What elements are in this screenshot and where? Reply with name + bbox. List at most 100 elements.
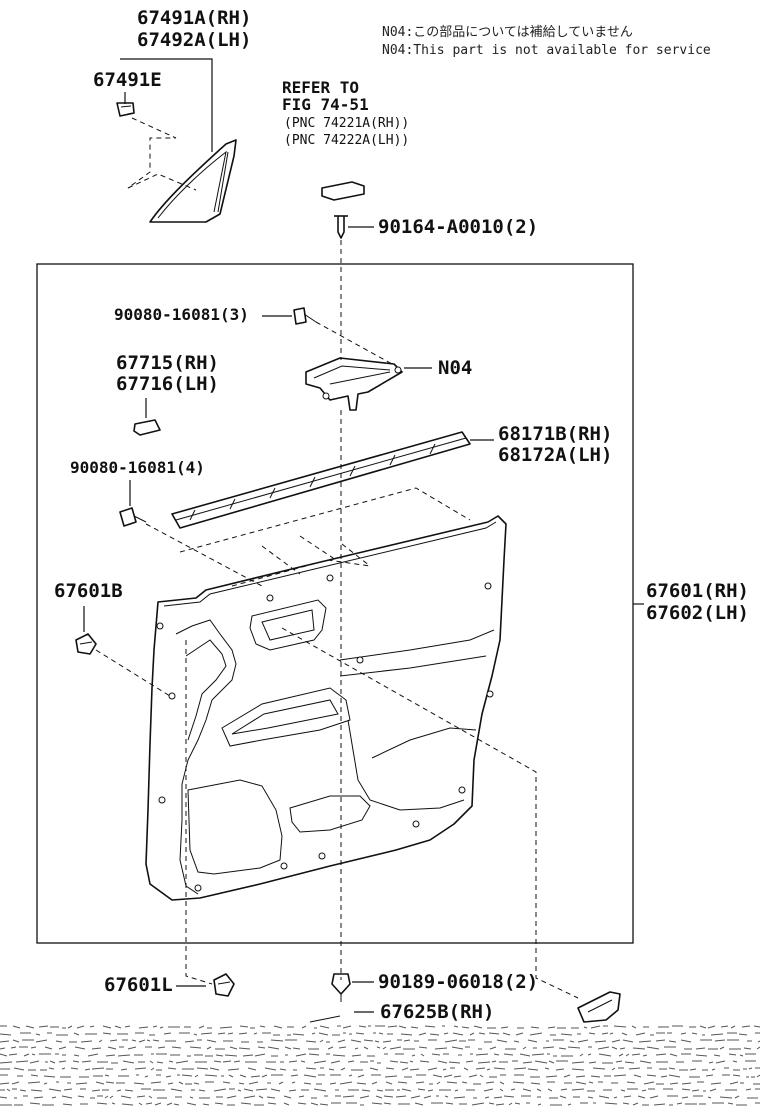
scan-noise-dash <box>226 1095 237 1099</box>
scan-noise-dash <box>73 1032 80 1036</box>
clip-67491e-icon <box>116 102 135 117</box>
label-67601b[interactable]: 67601B <box>54 580 123 602</box>
scan-noise-dash <box>483 1088 494 1092</box>
scan-noise-dash <box>148 1095 153 1099</box>
label-67601l[interactable]: 67601L <box>104 974 173 996</box>
scan-noise-dash <box>0 1082 10 1085</box>
scan-noise-dash <box>622 1102 630 1105</box>
scan-noise-dash <box>730 1025 736 1029</box>
scan-noise-dash <box>134 1067 147 1070</box>
scan-noise-dash <box>676 1102 683 1105</box>
scan-noise-dash <box>55 1040 63 1043</box>
scan-noise-dash <box>0 1053 8 1057</box>
scan-noise-dash <box>156 1061 164 1064</box>
scan-noise-dash <box>298 1095 305 1098</box>
scan-noise-dash <box>342 1025 352 1029</box>
scan-noise-dash <box>13 1067 25 1071</box>
scan-noise-dash <box>376 1046 381 1049</box>
scan-noise-dash <box>705 1074 714 1077</box>
scan-noise-dash <box>732 1060 738 1063</box>
scan-noise-dash <box>173 1103 180 1106</box>
scan-noise-dash <box>597 1046 610 1050</box>
scan-noise-dash <box>443 1074 453 1078</box>
scan-noise-dash <box>33 1096 44 1099</box>
scan-noise-dash <box>637 1095 646 1099</box>
dash-grip-to-cover <box>281 627 579 999</box>
label-67625b[interactable]: 67625B(RH) <box>380 1001 494 1023</box>
label-68172a[interactable]: 68172A(LH) <box>498 444 612 466</box>
scan-noise-dash <box>389 1046 402 1050</box>
label-67602[interactable]: 67602(LH) <box>646 602 749 624</box>
scan-noise-dash <box>473 1025 483 1029</box>
clip-67601b-icon <box>75 633 97 655</box>
scan-noise-dash <box>116 1089 122 1092</box>
scan-noise-dash <box>63 1088 73 1091</box>
scan-noise-dash <box>414 1102 424 1106</box>
scan-noise-dash <box>91 1089 101 1092</box>
scan-noise-dash <box>35 1039 48 1043</box>
label-67492a[interactable]: 67492A(LH) <box>137 29 251 51</box>
scan-noise-dash <box>355 1032 365 1035</box>
scan-noise-dash <box>732 1074 741 1077</box>
label-90189-06018[interactable]: 90189-06018(2) <box>378 971 538 993</box>
label-90080-16081-4[interactable]: 90080-16081(4) <box>70 458 205 477</box>
scan-noise-dash <box>238 1047 251 1050</box>
label-68171b[interactable]: 68171B(RH) <box>498 423 612 445</box>
label-90080-16081-3[interactable]: 90080-16081(3) <box>114 305 249 324</box>
scan-noise-dash <box>513 1040 520 1043</box>
scan-noise-dash <box>237 1089 242 1092</box>
label-67715[interactable]: 67715(RH) <box>116 352 219 374</box>
scan-noise-dash <box>204 1074 218 1077</box>
scan-noise-dash <box>545 1075 558 1078</box>
clip-90189-icon <box>331 973 351 1002</box>
scan-noise-dash <box>186 1102 197 1106</box>
label-67601[interactable]: 67601(RH) <box>646 580 749 602</box>
scan-noise-dash <box>486 1068 491 1071</box>
scan-noise-dash <box>49 1060 56 1064</box>
scan-noise-dash <box>105 1054 116 1057</box>
scan-noise-dash <box>170 1088 183 1092</box>
label-90164-a0010[interactable]: 90164-A0010(2) <box>378 216 538 238</box>
scan-noise-dash <box>124 1025 131 1028</box>
scan-noise-dash <box>689 1068 697 1071</box>
scan-noise-dash <box>214 1102 224 1105</box>
scan-noise-dash <box>383 1102 392 1105</box>
scan-noise-dash <box>114 1025 122 1029</box>
scan-noise-dash <box>378 1032 384 1035</box>
refer-line3: (PNC 74221A(RH)) <box>284 116 409 131</box>
scan-noise-dash <box>254 1053 266 1057</box>
scan-noise-dash <box>198 1025 205 1029</box>
scan-noise-dash <box>609 1032 614 1035</box>
scan-noise-dash <box>356 1082 367 1085</box>
scan-noise-dash <box>695 1054 708 1057</box>
scan-noise-dash <box>387 1025 398 1028</box>
scan-noise-dash <box>193 1082 200 1085</box>
scan-noise-dash <box>714 1039 726 1042</box>
scan-noise-dash <box>632 1102 639 1106</box>
scan-noise-dash <box>305 1067 317 1070</box>
scan-noise-dash <box>711 1068 716 1071</box>
scan-noise-dash <box>461 1026 470 1029</box>
scan-noise-dash <box>48 1088 62 1092</box>
scan-noise-dash <box>534 1060 548 1064</box>
scan-noise-dash <box>503 1095 515 1098</box>
scan-noise-dash <box>720 1025 729 1028</box>
scan-noise-dash <box>423 1095 432 1099</box>
cover-67625b-icon <box>577 991 621 1023</box>
scan-noise-dash <box>503 1053 514 1056</box>
switch-base-icon <box>321 181 365 201</box>
label-67491a[interactable]: 67491A(RH) <box>137 7 251 29</box>
cover-stub-left <box>309 1015 341 1023</box>
scan-noise-dash <box>181 1074 193 1077</box>
scan-noise-dash <box>131 1039 137 1042</box>
label-n04[interactable]: N04 <box>438 357 472 379</box>
scan-noise-dash <box>531 1053 545 1056</box>
scan-noise-dash <box>631 1025 637 1029</box>
scan-noise-dash <box>417 1088 426 1091</box>
scan-noise-dash <box>515 1032 524 1036</box>
label-67491e[interactable]: 67491E <box>93 69 162 91</box>
scan-noise-dash <box>184 1040 195 1043</box>
label-67716[interactable]: 67716(LH) <box>116 373 219 395</box>
scan-noise-dash <box>409 1060 414 1063</box>
